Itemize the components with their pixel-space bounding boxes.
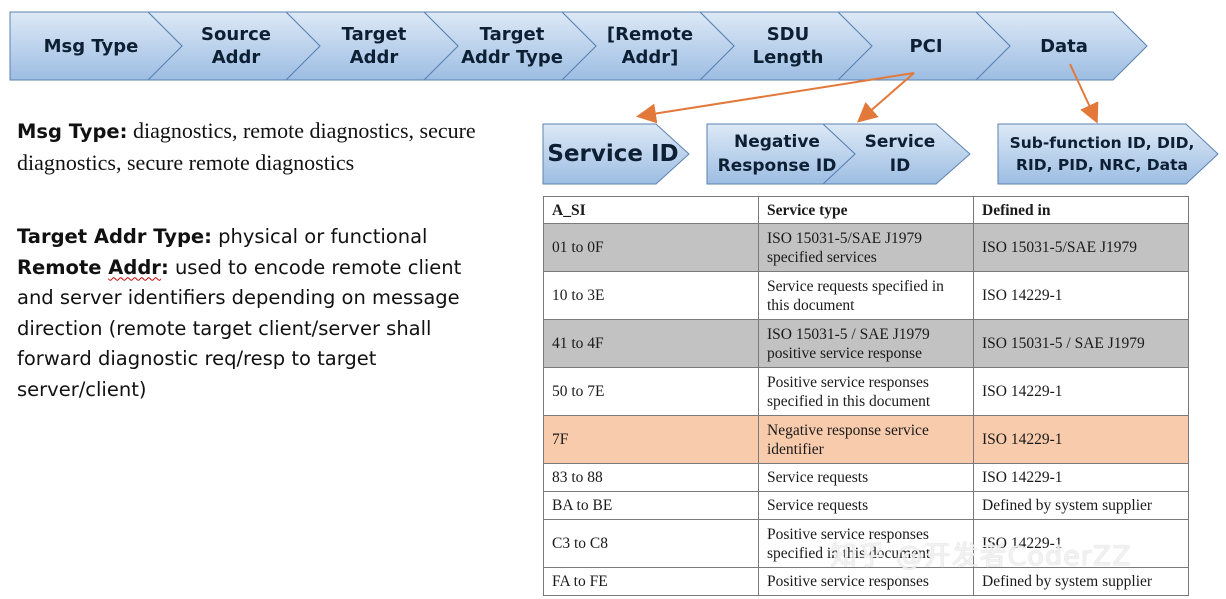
service-type-cell: Positive service responses bbox=[758, 567, 974, 596]
service-id-chevron bbox=[542, 123, 690, 185]
a-si-cell: 41 to 4F bbox=[543, 319, 759, 368]
a-si-cell: 50 to 7E bbox=[543, 367, 759, 416]
remote-addr-term: Remote Addr: bbox=[17, 255, 169, 279]
pci-to-service-id-arrow bbox=[636, 72, 915, 124]
negative-response-id-chevron bbox=[706, 123, 856, 185]
service-id-label: Service ID bbox=[547, 140, 679, 167]
msg-type-text: diagnostics, remote diagnostics, secure … bbox=[17, 118, 476, 175]
source-addr-label: Source Addr bbox=[201, 24, 271, 68]
a-si-cell: 7F bbox=[543, 415, 759, 464]
service-type-cell: ISO 15031-5 / SAE J1979 positive service… bbox=[758, 319, 974, 368]
defined-in-cell: ISO 14229-1 bbox=[973, 415, 1189, 464]
pci-to-service-id-2-arrow bbox=[856, 72, 915, 123]
service-type-cell: ISO 15031-5/SAE J1979 specified services bbox=[758, 223, 974, 272]
msg-type-chevron bbox=[9, 11, 183, 81]
target-addr-type-text: physical or functional bbox=[211, 225, 428, 248]
data-label: Data bbox=[1040, 35, 1088, 57]
defined-in-header: Defined in bbox=[973, 196, 1189, 224]
msg-type-term: Msg Type: bbox=[17, 120, 128, 143]
target-addr-type-label: Target Addr Type bbox=[461, 24, 563, 68]
service-type-cell: Service requests specified in this docum… bbox=[758, 271, 974, 320]
pci-label: PCI bbox=[909, 35, 943, 57]
protocol-diagram bbox=[9, 11, 1219, 185]
data-contents-chevron bbox=[997, 123, 1219, 185]
data-to-contents-arrow bbox=[1069, 63, 1099, 124]
defined-in-cell: Defined by system supplier bbox=[973, 567, 1189, 596]
data-contents-label: Sub-function ID, DID, RID, PID, NRC, Dat… bbox=[1009, 134, 1195, 174]
a-si-cell: FA to FE bbox=[543, 567, 759, 596]
defined-in-cell: ISO 14229-1 bbox=[973, 519, 1189, 568]
target-addr-label: Target Addr bbox=[341, 24, 407, 68]
table-header-row: A_SI Service type Defined in bbox=[543, 196, 1189, 224]
a-si-cell: 01 to 0F bbox=[543, 223, 759, 272]
defined-in-cell: ISO 15031-5/SAE J1979 bbox=[973, 223, 1189, 272]
target-addr-type-term: Target Addr Type: bbox=[17, 225, 212, 248]
watermark: 知乎 @开发者CoderZZ bbox=[830, 541, 1132, 572]
service-id-2-label: Service ID bbox=[864, 132, 936, 176]
a-si-header: A_SI bbox=[543, 196, 759, 224]
service-type-cell: Service requests bbox=[758, 491, 974, 520]
defined-in-cell: ISO 14229-1 bbox=[973, 271, 1189, 320]
addr-description: Target Addr Type: physical or functional… bbox=[17, 222, 487, 405]
service-type-cell: Positive service responses specified in … bbox=[758, 519, 974, 568]
sdu-length-label: SDU Length bbox=[752, 24, 824, 68]
negative-response-id-label: Negative Response ID bbox=[717, 132, 837, 176]
defined-in-cell: Defined by system supplier bbox=[973, 491, 1189, 520]
msg-type-description: Msg Type: diagnostics, remote diagnostic… bbox=[17, 116, 487, 179]
remote-addr-label: [Remote Addr] bbox=[606, 24, 694, 68]
remote-addr-text: used to encode remote client and server … bbox=[17, 255, 462, 401]
service-type-cell: Positive service responses specified in … bbox=[758, 367, 974, 416]
service-type-cell: Negative response service identifier bbox=[758, 415, 974, 464]
defined-in-cell: ISO 14229-1 bbox=[973, 367, 1189, 416]
a-si-cell: BA to BE bbox=[543, 491, 759, 520]
defined-in-cell: ISO 14229-1 bbox=[973, 463, 1189, 492]
service-type-header: Service type bbox=[758, 196, 974, 224]
msg-type-label: Msg Type bbox=[43, 35, 139, 57]
a-si-cell: 83 to 88 bbox=[543, 463, 759, 492]
defined-in-cell: ISO 15031-5 / SAE J1979 bbox=[973, 319, 1189, 368]
a-si-cell: 10 to 3E bbox=[543, 271, 759, 320]
a-si-cell: C3 to C8 bbox=[543, 519, 759, 568]
service-type-cell: Service requests bbox=[758, 463, 974, 492]
